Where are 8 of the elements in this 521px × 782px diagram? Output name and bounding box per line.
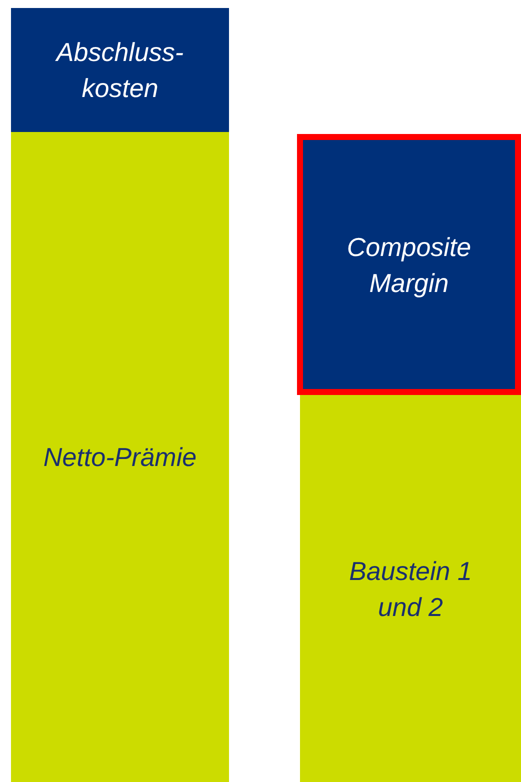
highlighted-segment [297,134,521,395]
cost-segment [11,8,229,132]
premium-segment [11,132,229,782]
segment-label: Composite Margin [346,230,472,300]
segment-label: Baustein 1 und 2 [348,554,473,624]
segment-label: Abschluss- kosten [54,36,185,105]
segment-label: Netto-Prämie [43,441,197,474]
component-segment [300,395,521,782]
